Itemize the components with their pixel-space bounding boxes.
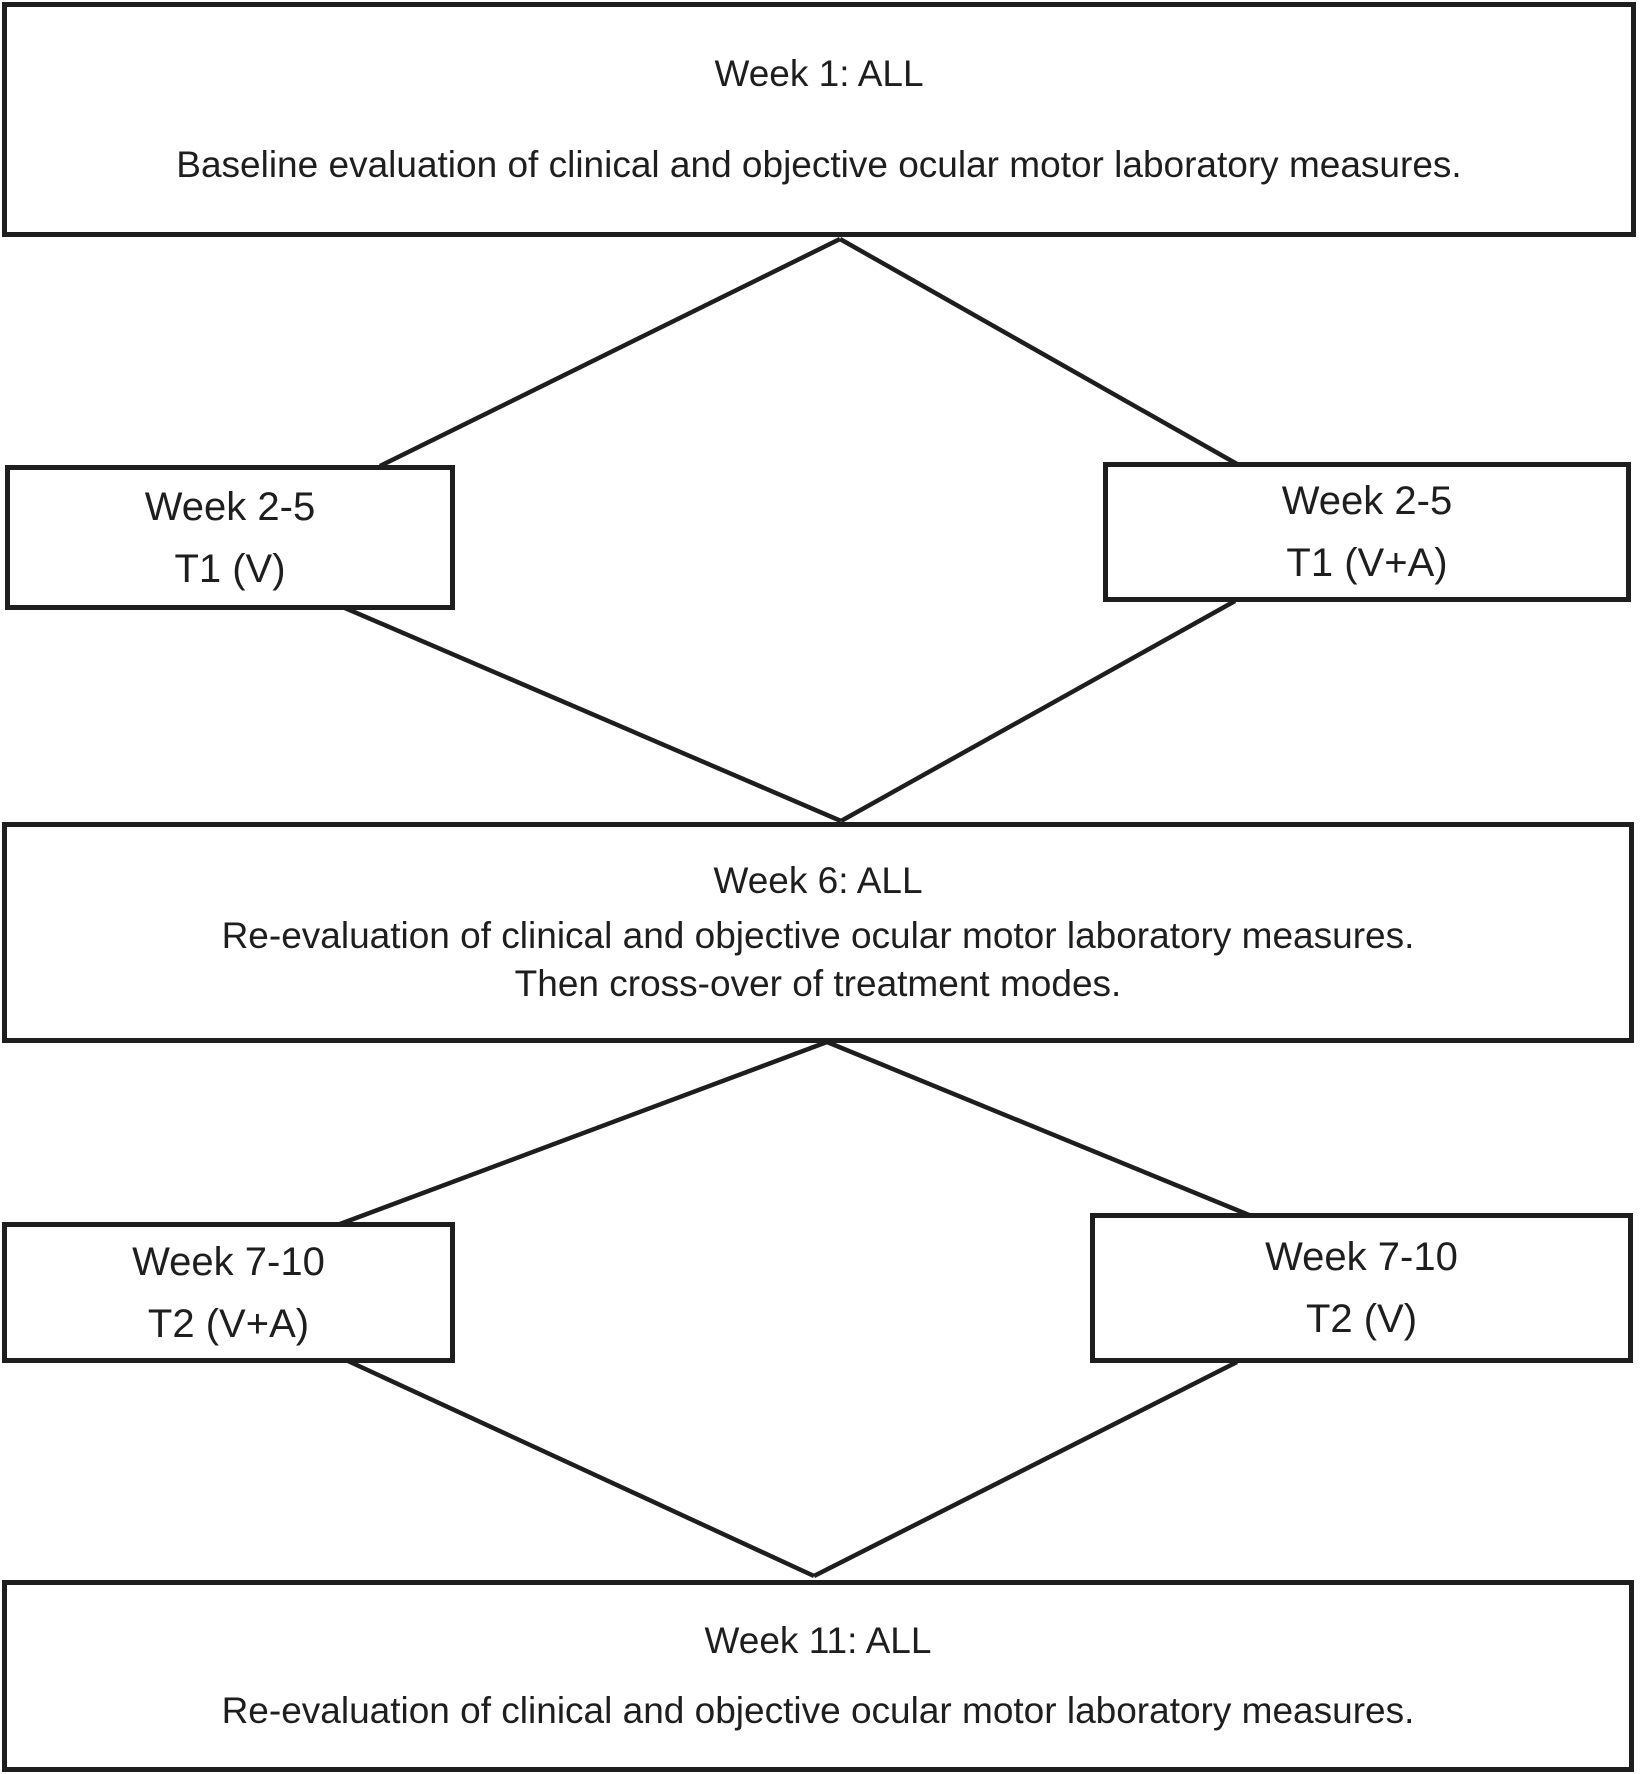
node-week2-5-t1-v: Week 2-5 T1 (V) bbox=[5, 465, 455, 610]
node-t1v-treatment: T1 (V) bbox=[174, 546, 286, 591]
node-t2va-week-range: Week 7-10 bbox=[132, 1239, 325, 1284]
node-week11-reevaluation: Week 11: ALL Re-evaluation of clinical a… bbox=[2, 1580, 1634, 1772]
edge-week6-t2v bbox=[826, 1039, 1250, 1218]
node-t1va-treatment: T1 (V+A) bbox=[1286, 541, 1448, 585]
node-week2-5-t1-va: Week 2-5 T1 (V+A) bbox=[1103, 462, 1631, 602]
edge-t2v-week11 bbox=[812, 1359, 1239, 1579]
node-week1-baseline: Week 1: ALL Baseline evaluation of clini… bbox=[2, 2, 1636, 237]
node-week1-title: Week 1: ALL bbox=[714, 53, 924, 95]
node-t2va-treatment: T2 (V+A) bbox=[147, 1301, 310, 1346]
node-t1va-week-range: Week 2-5 bbox=[1281, 479, 1453, 523]
node-week1-description: Baseline evaluation of clinical and obje… bbox=[176, 143, 1462, 185]
node-week6-description-2: Then cross-over of treatment modes. bbox=[514, 962, 1122, 1004]
edge-t1va-week6 bbox=[839, 599, 1237, 823]
node-t1v-week-range: Week 2-5 bbox=[144, 484, 316, 529]
node-week6-reevaluation: Week 6: ALL Re-evaluation of clinical an… bbox=[2, 822, 1634, 1043]
node-t2v-week-range: Week 7-10 bbox=[1265, 1235, 1458, 1279]
node-t2v-treatment: T2 (V) bbox=[1305, 1297, 1418, 1341]
node-week6-title: Week 6: ALL bbox=[713, 859, 923, 901]
edge-week1-t1v bbox=[379, 236, 841, 469]
edge-t2va-week11 bbox=[347, 1358, 815, 1579]
node-week11-description: Re-evaluation of clinical and objective … bbox=[221, 1690, 1415, 1731]
node-week11-title: Week 11: ALL bbox=[704, 1619, 932, 1661]
edge-week1-t1va bbox=[838, 237, 1239, 466]
node-week7-10-t2-va: Week 7-10 T2 (V+A) bbox=[2, 1222, 455, 1363]
node-week6-description-1: Re-evaluation of clinical and objective … bbox=[221, 915, 1415, 957]
edge-week6-t2va bbox=[339, 1039, 828, 1227]
node-week7-10-t2-v: Week 7-10 T2 (V) bbox=[1090, 1213, 1633, 1363]
edge-t1v-week6 bbox=[344, 605, 842, 824]
